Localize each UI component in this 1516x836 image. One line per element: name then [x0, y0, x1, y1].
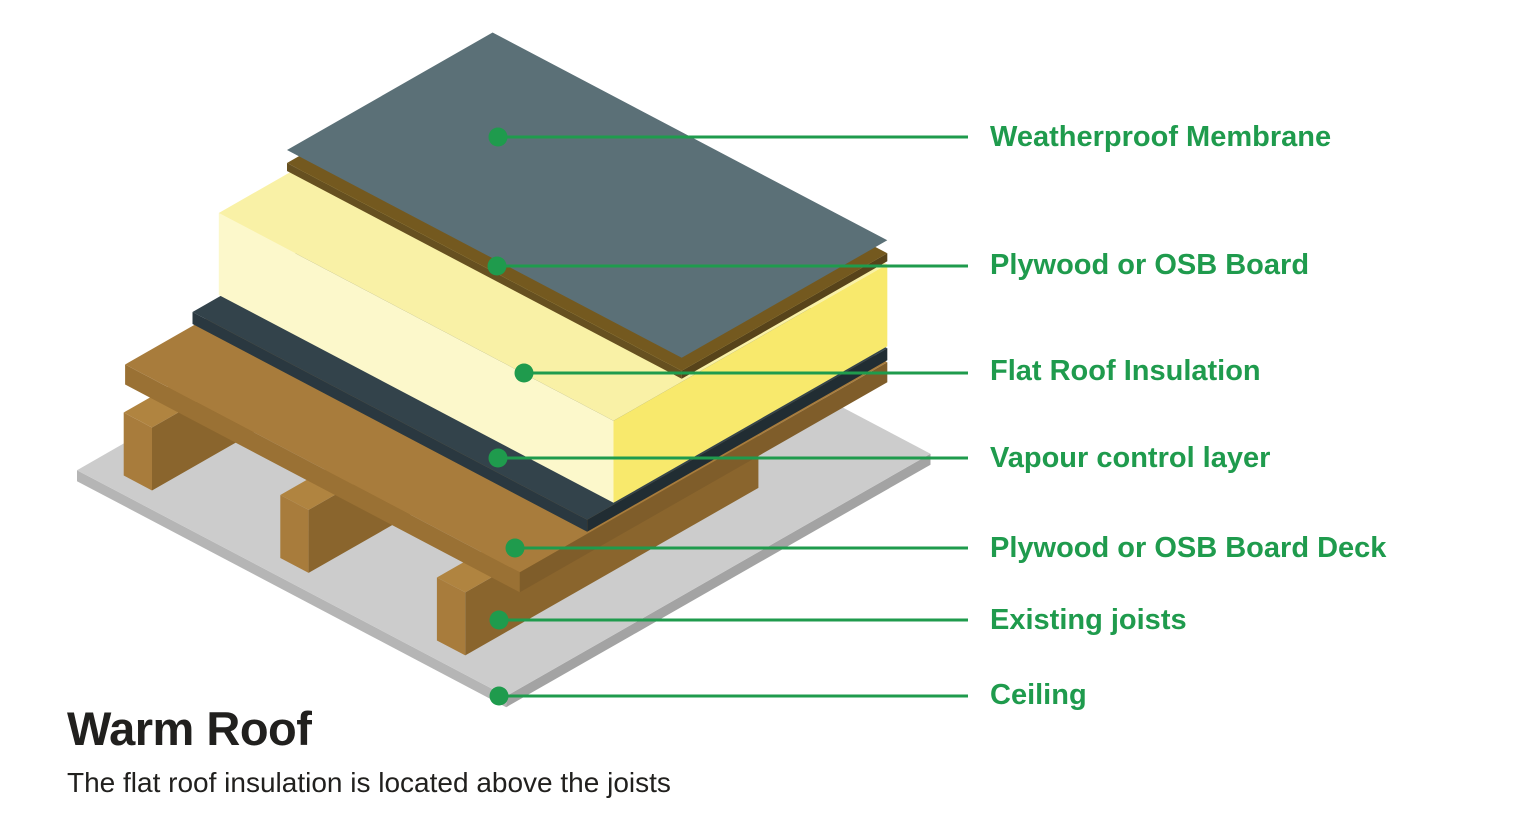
membrane-top-face [287, 32, 888, 358]
deck-left-face [125, 364, 520, 593]
label-plywood-osb-board-deck: Plywood or OSB Board Deck [990, 532, 1387, 564]
label-vapour-control-layer: Vapour control layer [990, 442, 1271, 474]
joist-c-left-face [436, 577, 466, 656]
board-right-face [681, 253, 888, 379]
dot-insulation [514, 363, 534, 383]
label-ceiling: Ceiling [990, 679, 1087, 711]
label-weatherproof-membrane: Weatherproof Membrane [990, 121, 1332, 153]
membrane-layer [287, 32, 888, 358]
deck-right-face [519, 362, 888, 593]
vapour-right-face [587, 348, 888, 532]
diagram-title: Warm Roof [67, 702, 312, 755]
dot-membrane [488, 127, 508, 147]
dot-vapour [488, 448, 508, 468]
dot-board [487, 256, 507, 276]
vapour-left-face [192, 312, 588, 532]
joist-b-left-face [280, 495, 309, 573]
dot-deck [505, 538, 525, 558]
joist-a-left-face [123, 412, 152, 491]
insulation-right-face [613, 264, 888, 503]
label-plywood-osb-board: Plywood or OSB Board [990, 249, 1310, 281]
label-existing-joists: Existing joists [990, 604, 1187, 636]
board-left-face [287, 163, 682, 379]
ceiling-right-face [506, 453, 931, 708]
dot-ceiling [489, 686, 509, 706]
ceiling-left-face [77, 470, 507, 708]
label-flat-roof-insulation: Flat Roof Insulation [990, 355, 1261, 387]
insulation-left-face [218, 213, 614, 503]
diagram-subtitle: The flat roof insulation is located abov… [67, 767, 671, 798]
dot-joists [489, 610, 509, 630]
title-block: Warm Roof The flat roof insulation is lo… [67, 703, 671, 801]
annotations [487, 127, 968, 706]
